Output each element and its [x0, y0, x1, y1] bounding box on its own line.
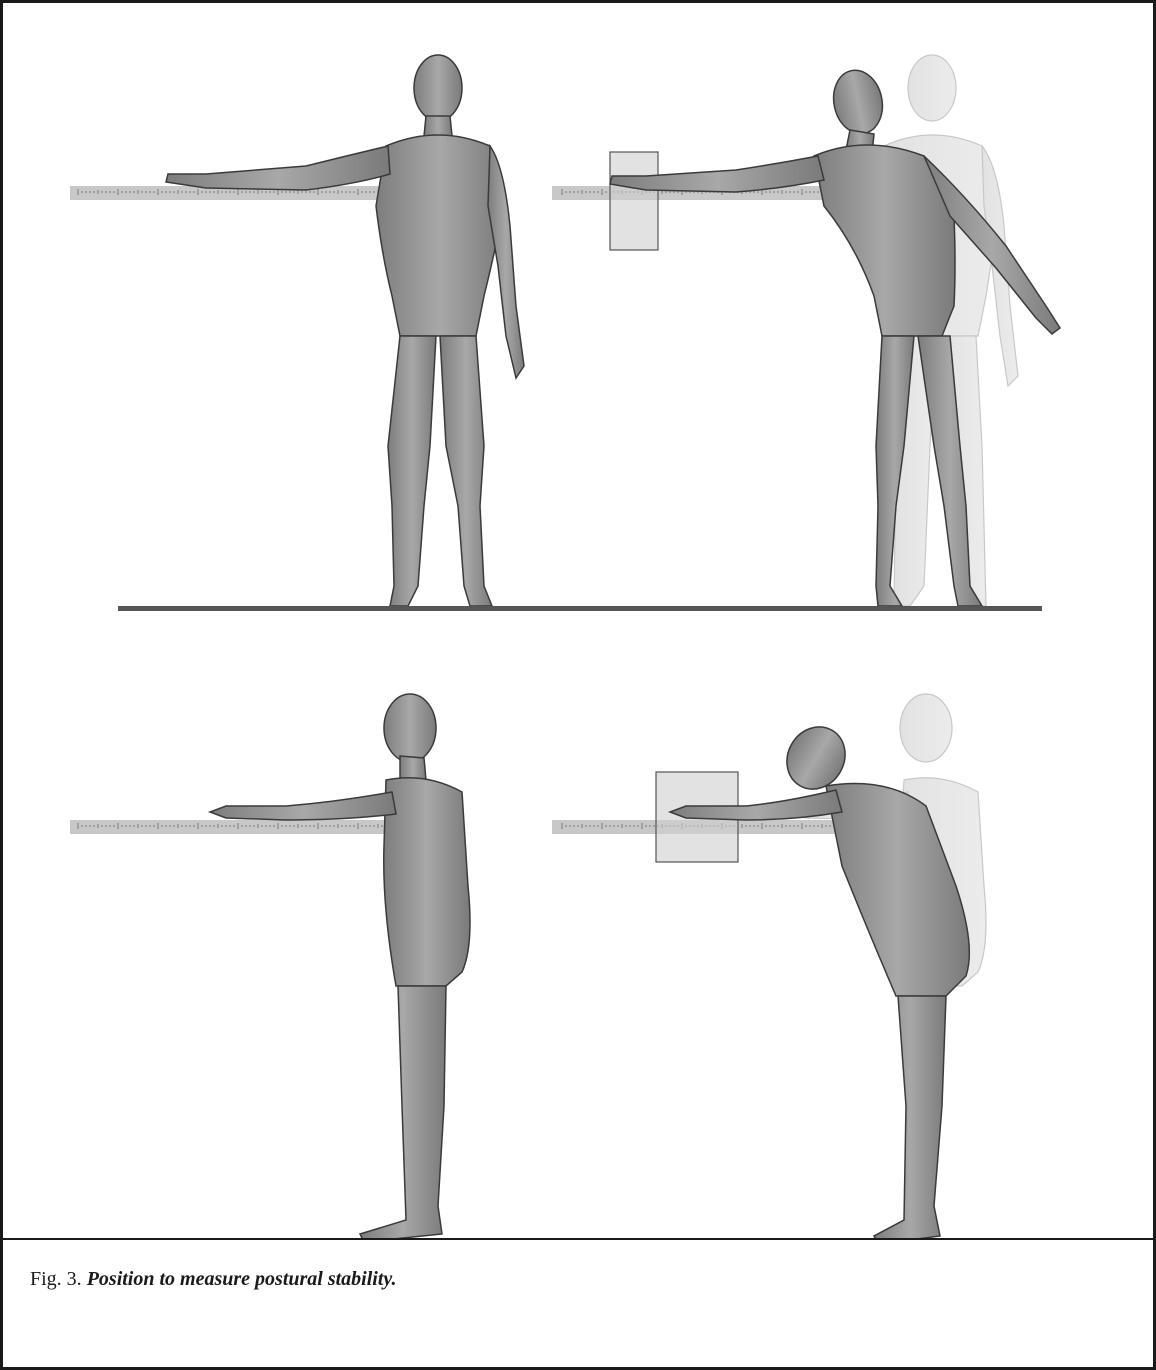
panel-side-leaning [552, 694, 986, 1238]
figure-front-leaning [610, 66, 1060, 606]
measure-box-top [610, 152, 658, 250]
panel-front-upright [70, 55, 524, 606]
floor-line-top [118, 606, 1042, 611]
figure-illustration [6, 6, 1150, 1238]
figure-front-upright [166, 55, 524, 606]
figure-caption-text: Position to measure postural stability. [87, 1268, 397, 1290]
ruler-bottom-left [70, 820, 400, 834]
figure-caption: Fig. 3. Position to measure postural sta… [30, 1268, 1110, 1291]
figure-side-upright [210, 694, 470, 1238]
panel-side-upright [70, 694, 470, 1238]
caption-divider [3, 1238, 1153, 1240]
postural-stability-illustration [6, 6, 1150, 1238]
panel-front-leaning [552, 55, 1060, 606]
figure-number: Fig. 3. [30, 1268, 82, 1290]
